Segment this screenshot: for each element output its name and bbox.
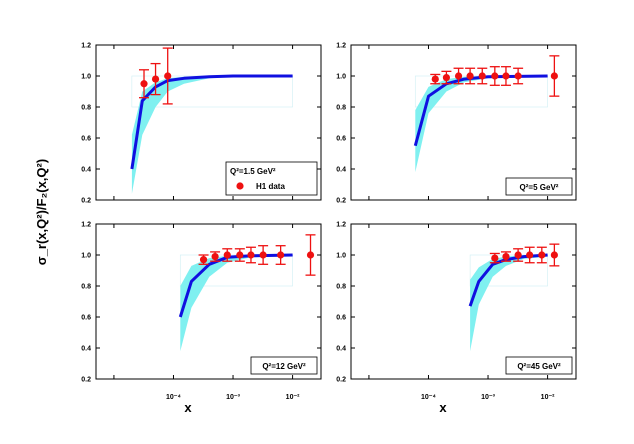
y-tick-label: 1.0 — [336, 74, 346, 81]
y-tick-label: 1.2 — [81, 222, 91, 229]
y-tick-label: 1.0 — [81, 74, 91, 81]
y-tick-label: 1.0 — [81, 253, 91, 260]
x-axis-title-right: x — [439, 400, 447, 415]
y-tick-label: 0.2 — [336, 377, 346, 384]
y-tick-label: 0.4 — [81, 167, 91, 174]
y-tick-label: 1.2 — [336, 43, 346, 50]
plot-frame — [95, 223, 322, 380]
legend-marker — [236, 182, 244, 190]
y-tick-label: 0.4 — [336, 167, 346, 174]
y-tick-label: 0.2 — [81, 198, 91, 205]
legend-label: H1 data — [256, 182, 285, 191]
label-box — [505, 356, 573, 375]
y-tick-label: 1.2 — [81, 43, 91, 50]
y-tick-label: 0.6 — [81, 315, 91, 322]
panel-label: Q²=12 GeV² — [262, 362, 306, 371]
data-point — [502, 252, 510, 261]
data-point — [550, 72, 558, 80]
model-band — [180, 255, 293, 352]
data-point — [306, 251, 315, 259]
y-axis-title: σ_r(x,Q²)/F₂(x,Q²) — [34, 159, 49, 265]
x-tick-label: 10⁻² — [286, 394, 300, 401]
data-point — [538, 251, 546, 259]
data-point — [442, 73, 451, 82]
y-tick-label: 0.6 — [81, 136, 91, 143]
x-tick-label: 10⁻² — [541, 394, 555, 401]
model-band — [131, 76, 293, 194]
panel-1: 0.2 0.4 0.6 0.8 1.0 1.2Q²=1.5 GeV² H1 data — [81, 43, 322, 205]
y-tick-label: 1.2 — [336, 222, 346, 229]
panel-4: 0.2 0.4 0.6 0.8 1.0 1.2 10⁻⁴ 10⁻³ 10⁻² Q²=45 GeV² — [336, 222, 577, 401]
data-point — [164, 72, 172, 80]
y-tick-label: 0.4 — [81, 346, 91, 353]
x-tick-label: 10⁻³ — [481, 394, 495, 401]
data-point — [223, 251, 231, 259]
data-point — [478, 72, 486, 80]
plot-frame — [350, 223, 577, 380]
x-tick-label: 10⁻³ — [226, 394, 240, 401]
panel-3: 0.2 0.4 0.6 0.8 1.0 1.2 10⁻⁴ 10⁻³ 10⁻² Q²=12 GeV² — [81, 222, 322, 401]
plot-frame — [95, 44, 322, 201]
y-tick-label: 0.2 — [336, 198, 346, 205]
data-point — [514, 251, 522, 259]
x-tick-label: 10⁻⁴ — [166, 394, 181, 401]
data-point — [140, 80, 148, 88]
plot-frame — [350, 44, 577, 201]
data-point — [247, 251, 255, 259]
y-tick-label: 0.8 — [81, 284, 91, 291]
data-point — [526, 251, 534, 259]
data-point — [259, 251, 267, 259]
y-tick-label: 0.8 — [336, 284, 346, 291]
data-point — [491, 72, 499, 80]
label-box — [505, 177, 573, 196]
data-point — [236, 251, 244, 259]
y-tick-label: 1.0 — [336, 253, 346, 260]
panel-label: Q²=1.5 GeV² — [230, 167, 276, 176]
x-tick-label: 10⁻⁴ — [421, 394, 436, 401]
data-point — [466, 72, 474, 80]
data-point — [151, 75, 160, 83]
y-tick-label: 0.2 — [81, 377, 91, 384]
y-tick-label: 0.8 — [81, 105, 91, 112]
data-point — [431, 75, 439, 83]
panel-label: Q²=45 GeV² — [517, 362, 561, 371]
y-tick-label: 0.8 — [336, 105, 346, 112]
y-tick-label: 0.6 — [336, 136, 346, 143]
model-line — [130, 74, 293, 170]
data-point — [514, 72, 522, 80]
x-axis-title-left: x — [184, 400, 192, 415]
data-point — [454, 72, 463, 80]
y-tick-label: 0.4 — [336, 346, 346, 353]
data-point — [211, 252, 219, 261]
data-point — [491, 254, 499, 262]
panel-label: Q²=5 GeV² — [520, 183, 559, 192]
label-box — [250, 356, 318, 375]
data-point — [199, 256, 208, 264]
model-band — [470, 255, 548, 352]
data-point — [277, 251, 285, 259]
y-tick-label: 0.6 — [336, 315, 346, 322]
data-point — [502, 72, 510, 80]
data-point — [550, 251, 558, 259]
panel-2: 0.2 0.4 0.6 0.8 1.0 1.2Q²=5 GeV² — [336, 43, 577, 205]
legend-box — [225, 161, 318, 196]
